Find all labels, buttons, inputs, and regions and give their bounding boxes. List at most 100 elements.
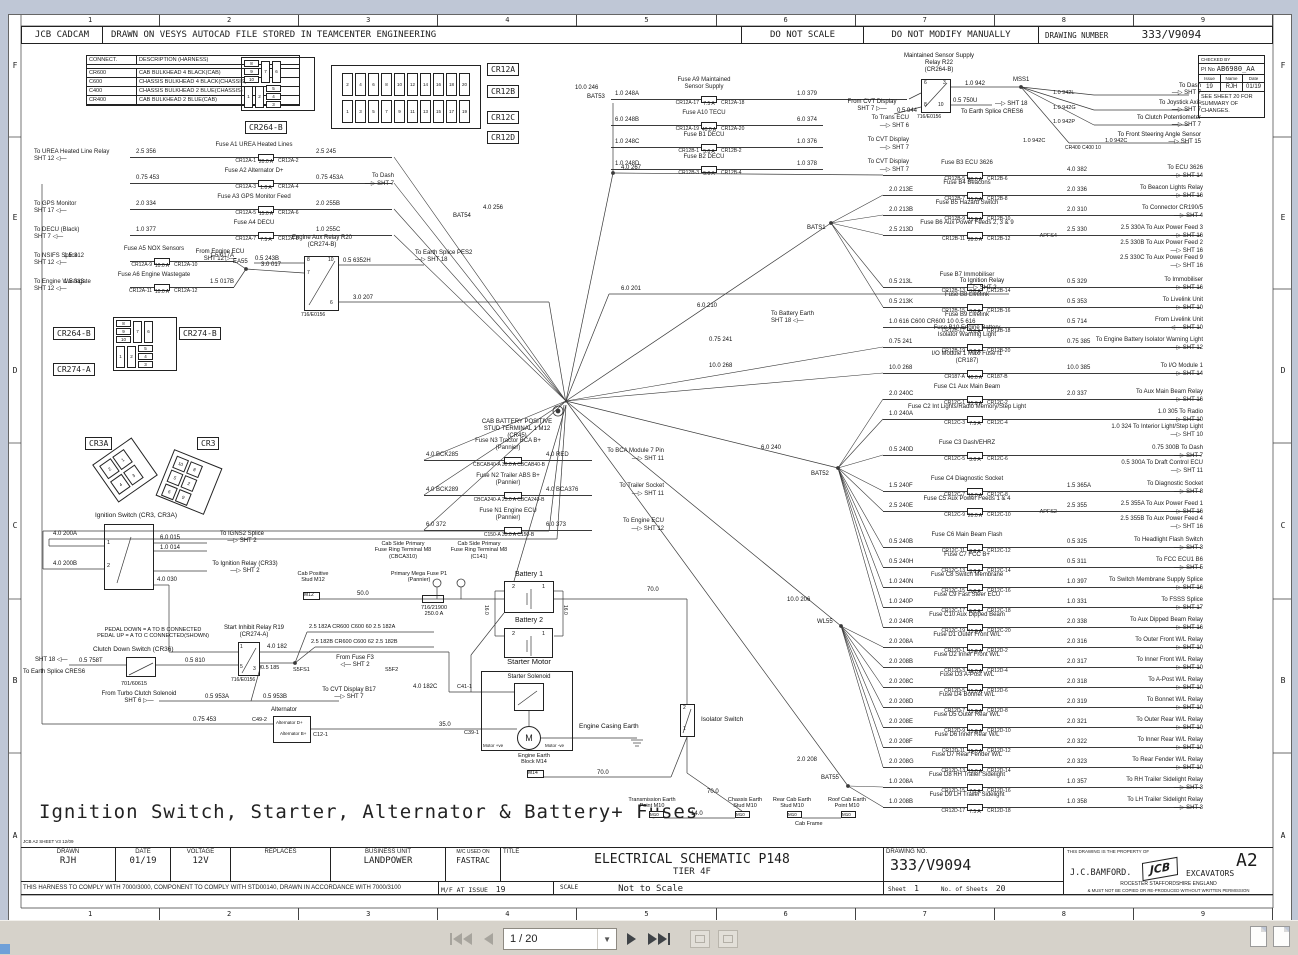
wire-number: 1.0 240A [889,411,914,417]
ruler-col-top: 1 [21,15,161,26]
destination-block: To Outer Rear W/L Relay—▷ SHT 10 [1071,717,1203,732]
destination-label: 1.0 305 To Radio [1157,409,1203,415]
pin-label: CR12C-10 [987,512,1011,518]
dropdown-caret-icon[interactable]: ▼ [597,929,616,949]
page-number-value: 1 / 20 [510,933,538,945]
title-line1: ELECTRICAL SCHEMATIC P148 [594,852,790,867]
pin-cell: 16 [433,73,444,96]
page-thumbnail-icon-1[interactable] [1250,926,1267,947]
wire-label: 2.5 182B CR600 C600 62 2.5 182B [311,639,398,645]
destination-sheet: —▷ SHT 7 [879,144,909,151]
wire-label: Engine Earth Block M14 [518,753,550,766]
fuse-name: Fuse C9 Fast Steer ECU [933,592,1001,598]
relay-r19-box [238,642,260,676]
wire-label: BAT53 [587,94,605,100]
wire-number: 2.0 208F [889,739,913,745]
wire-number: 2.5 330 [1067,227,1088,233]
fuse-symbol [967,584,983,591]
date-label: Date [1248,76,1259,81]
wire-number: 2.0 240C [889,391,914,397]
wire-label: 10.0 246 [575,85,599,91]
wire-number: 6.0 372 [426,522,447,528]
sheet-label: Sheet [888,886,907,893]
destination-sheet: —▷ SHT 7 [364,180,394,187]
fuse-rating: 7.5 A [969,809,981,815]
previous-page-button[interactable] [482,927,495,951]
wire-label: 4.0 200B [53,561,78,567]
wire-number: 1.0 377 [136,227,157,233]
wire-label: Motor +ve [483,743,504,748]
destination-label: To RH Trailer Sidelight Relay [1126,777,1203,783]
wire-number: 1.5 240F [889,483,913,489]
pin-cell: 10 [394,73,405,96]
destination-sheet: —▷ SHT 7 [879,166,909,173]
pin-label: CR187-A [944,374,965,380]
pin-label: CR12B-17 [941,328,965,334]
destination-sheet: —▷ SHT 16 [1170,192,1203,199]
last-page-button[interactable] [646,927,672,951]
wire-label: M14 [527,770,544,778]
company-name: J.C.BAMFORD. [1070,868,1132,878]
wire-number: 2.5 240E [889,503,914,509]
wire-number: 0.5 325 [1067,539,1088,545]
wire-number: 6.0 373 [546,522,567,528]
fuse-rating: 3.0 A [969,309,981,315]
destination-block: To Engine Battery Isolator Warning Light… [1071,337,1203,352]
pin-label: CR12B-20 [987,348,1011,354]
destination-label: To BCA Module 7 Pin [607,448,664,454]
next-page-button[interactable] [625,927,638,951]
row-letter-left: D [12,366,18,375]
page-thumbnail-icon-2[interactable] [1273,926,1290,947]
pin-cell: 4 [138,353,153,360]
pin-cell: 8 [116,320,131,327]
wire-label: Motor -ve [545,743,565,748]
destination-label: To Bonnet W/L Relay [1146,697,1203,703]
pin-label: CR12D-4 [987,668,1008,674]
pin-label: CR12B-10 [987,216,1011,222]
fuse-name: Fuse A1 UREA Heated Lines [215,142,293,148]
destination-block: To Aux Dipped Beam Relay—▷ SHT 16 [1071,617,1203,632]
wire-label: 70.0 [707,789,719,795]
destination-sheet: —▷ SHT 16 [1170,584,1203,591]
destination-sheet: —▷ SHT 14 [1170,370,1203,377]
pin-cell: 7 [381,100,392,123]
wire-label: 6 [924,80,927,86]
wire-number: 2.0 213E [889,187,914,193]
pin-cell: 2 [255,85,264,108]
pin-cell: 6 [272,60,281,83]
fuse-rating: 40.0 A [967,375,983,381]
page-transfer-icon-2[interactable] [718,930,738,948]
destination-sheet: —▷ SHT 10 [1170,304,1203,311]
wire-number: 1.0 208A [889,779,914,785]
destination-label: To Beacon Lights Relay [1139,185,1203,191]
connector-tag: CR12A [487,63,520,76]
destination-block: To FSSS Splice—▷ SHT 17 [1071,597,1203,612]
first-page-button[interactable] [448,927,474,951]
property-line: THIS DRAWING IS THE PROPERTY OF [1067,849,1150,854]
mc-used-on-value: FASTRAC [456,856,490,865]
page-number-input[interactable]: 1 / 20 ▼ [503,928,617,950]
fuse-name: Fuse A3 GPS Monitor Feed [217,194,291,200]
wire-number: 2.0 338 [1067,619,1088,625]
wire-label: 1.0 942L [1053,90,1075,96]
ignition-switch-box [104,524,154,590]
destination-block: To Switch Membrane Supply Splice—▷ SHT 1… [1071,577,1203,592]
wire-label: Transmission Earth Point M10 [628,797,676,810]
fuse-rating: 7.5 A [969,421,981,427]
pin-label: CR12A-9 [131,262,152,268]
pin-cell: 3 [266,101,281,108]
page-transfer-icon-1[interactable] [690,930,710,948]
destination-block: To Beacon Lights Relay—▷ SHT 16 [1071,185,1203,200]
fuse-rating: 15.0 A [967,629,983,635]
pin-cell: 4 [266,93,281,100]
wire-number: 0.5 240H [889,559,914,565]
wire-label: To Joystick Axis —▷ SHT 7 [1158,100,1201,113]
pin-label: CR12C-3 [944,420,965,426]
ruler-col-bottom: 2 [160,908,300,920]
